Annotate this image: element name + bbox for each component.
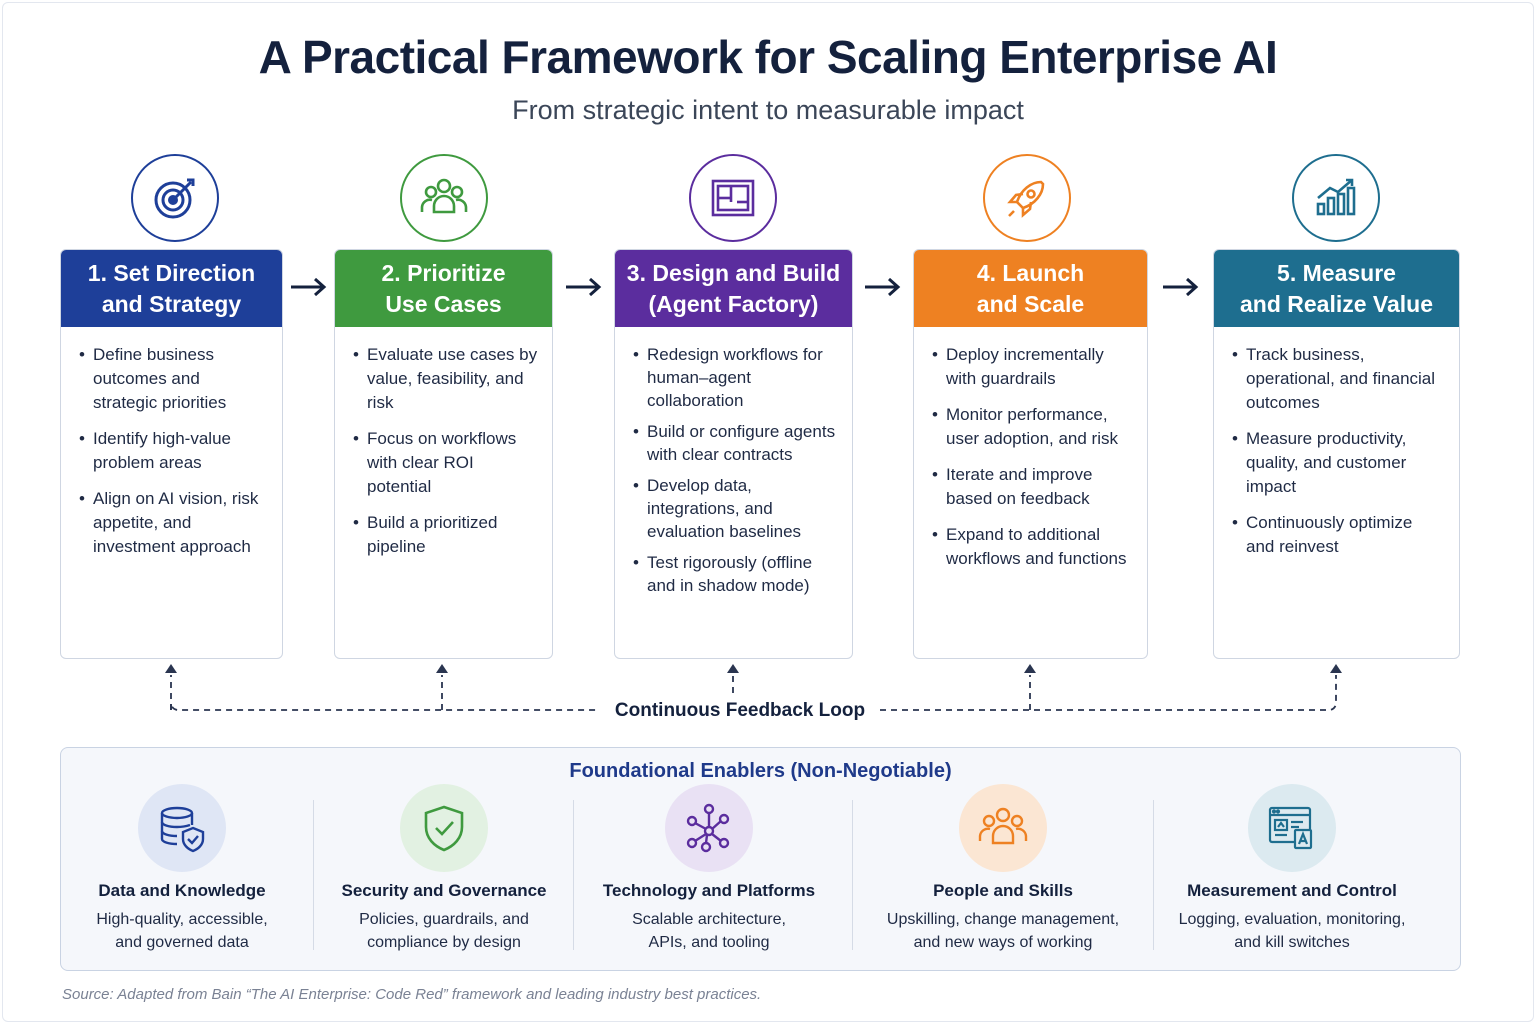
step-card-3: 3. Design and Build(Agent Factory) Redes… [614,249,853,659]
growth-chart-icon [1292,154,1380,242]
feedback-loop-lines [165,664,1342,711]
enabler-people-skills: People and Skills Upskilling, change man… [873,784,1133,954]
source-note: Source: Adapted from Bain “The AI Enterp… [62,986,762,1003]
network-icon [665,784,753,872]
arrow-right-icon [291,277,327,297]
arrow-right-icon [865,277,901,297]
enabler-divider [852,800,853,950]
target-icon [131,154,219,242]
dashboard-icon [1248,784,1336,872]
step-bullet: Test rigorously (offline and in shadow m… [633,551,838,597]
step-bullet: Redesign workflows for human–agent colla… [633,343,838,412]
enabler-technology-platforms: Technology and Platforms Scalable archit… [579,784,839,954]
step-bullet: Measure productivity, quality, and custo… [1232,427,1445,499]
step-bullet: Monitor performance, user adoption, and … [932,403,1133,451]
step-bullet: Focus on workflows with clear ROI potent… [353,427,538,499]
step-bullet: Track business, operational, and financi… [1232,343,1445,415]
enabler-divider [1153,800,1154,950]
enablers-title: Foundational Enablers (Non-Negotiable) [569,760,952,782]
step-bullet: Identify high-value problem areas [79,427,268,475]
enabler-divider [573,800,574,950]
step-bullet: Deploy incrementally with guardrails [932,343,1133,391]
feedback-loop-label: Continuous Feedback Loop [600,700,880,722]
enabler-measurement-control: Measurement and Control Logging, evaluat… [1162,784,1422,954]
blueprint-icon [689,154,777,242]
rocket-icon [983,154,1071,242]
people-icon [400,154,488,242]
enabler-divider [313,800,314,950]
step-bullet: Expand to additional workflows and funct… [932,523,1133,571]
step-bullet: Develop data, integrations, and evaluati… [633,474,838,543]
step-bullet: Evaluate use cases by value, feasibility… [353,343,538,415]
shield-check-icon [400,784,488,872]
page-subtitle: From strategic intent to measurable impa… [512,95,1024,125]
arrow-right-icon [1163,277,1199,297]
step-title-3: 3. Design and Build(Agent Factory) [615,250,852,327]
step-bullet: Align on AI vision, risk appetite, and i… [79,487,268,559]
step-bullet: Continuously optimize and reinvest [1232,511,1445,559]
step-bullet: Build a prioritized pipeline [353,511,538,559]
enabler-security-governance: Security and Governance Policies, guardr… [314,784,574,954]
step-bullet: Build or configure agents with clear con… [633,420,838,466]
step-bullet: Iterate and improve based on feedback [932,463,1133,511]
arrow-right-icon [566,277,602,297]
step-bullet: Define business outcomes and strategic p… [79,343,268,415]
enabler-data-knowledge: Data and Knowledge High-quality, accessi… [52,784,312,954]
page-title: A Practical Framework for Scaling Enterp… [258,31,1278,83]
team-icon [959,784,1047,872]
database-shield-icon [138,784,226,872]
enablers-panel: Foundational Enablers (Non-Negotiable) D… [60,747,1461,971]
